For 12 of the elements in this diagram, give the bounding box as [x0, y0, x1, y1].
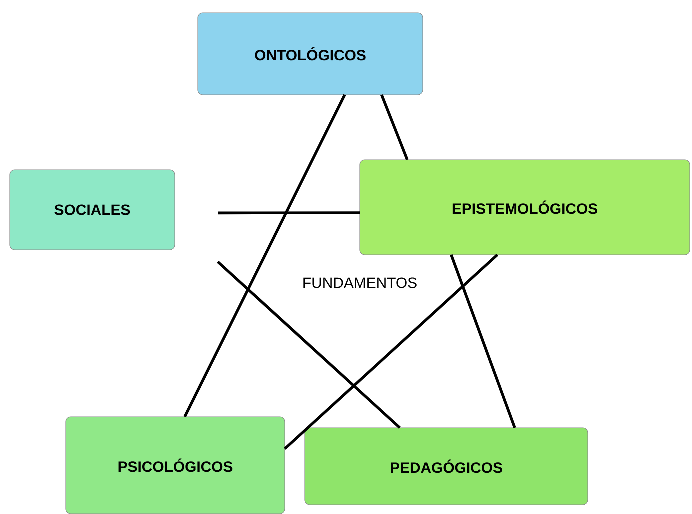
- concept-box: PSICOLÓGICOS: [66, 416, 286, 514]
- concept-box: PEDAGÓGICOS: [304, 428, 588, 506]
- connector-line: [284, 254, 499, 450]
- center-label: FUNDAMENTOS: [304, 278, 417, 288]
- connector-line: [184, 94, 346, 418]
- connector-line: [218, 212, 360, 215]
- connector-line: [450, 254, 516, 428]
- concept-box: EPISTEMOLÓGICOS: [360, 160, 690, 256]
- concept-box: ONTOLÓGICOS: [198, 12, 424, 96]
- concept-box: SOCIALES: [10, 170, 176, 250]
- connector-line: [217, 260, 402, 430]
- connector-line: [380, 94, 409, 161]
